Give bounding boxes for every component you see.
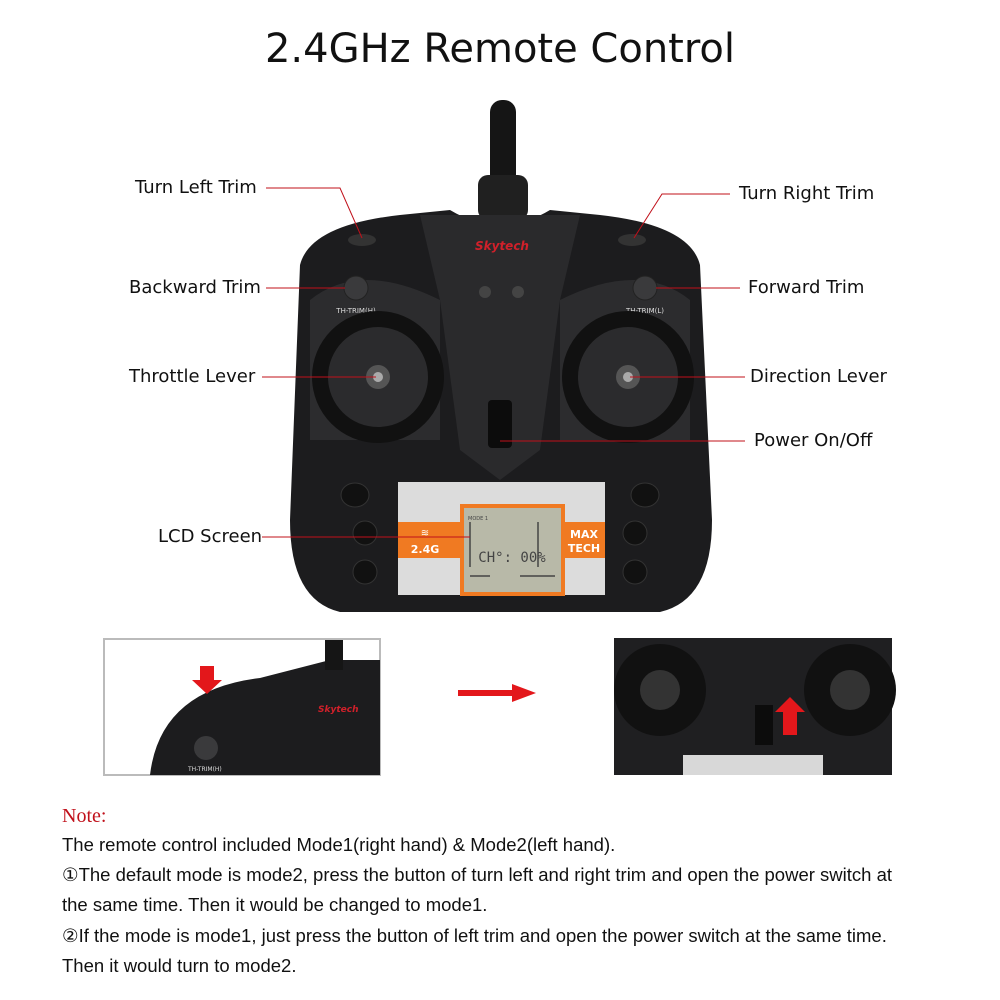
note-line: The remote control included Mode1(right … <box>62 834 616 855</box>
note-heading: Note: <box>62 805 107 827</box>
trim-h-label: TH-TRIM(H) <box>335 307 376 315</box>
lcd-readout: CH°: 00% <box>478 550 546 566</box>
lcd-mode: MODE 1 <box>468 516 488 522</box>
leader-lines <box>262 187 745 538</box>
forward-trim-button[interactable] <box>632 275 658 301</box>
brand-logo-small: Skytech <box>318 705 358 715</box>
wifi-icon: ≋ <box>421 528 429 539</box>
label-lcd-screen: LCD Screen <box>158 526 263 547</box>
step-photo-power <box>614 638 896 775</box>
badge-max: MAX <box>570 528 598 541</box>
up-arrow-icon <box>775 697 805 735</box>
throttle-lever[interactable] <box>312 311 444 443</box>
badge-tech: TECH <box>568 542 600 555</box>
power-switch[interactable] <box>488 400 512 448</box>
turn-left-trim-button[interactable] <box>348 234 376 246</box>
backward-trim-button[interactable] <box>343 275 369 301</box>
lcd-screen <box>464 508 561 592</box>
note-line: the same time. Then it would be changed … <box>62 894 488 915</box>
label-turn-left-trim: Turn Left Trim <box>135 177 257 198</box>
note-line: ②If the mode is mode1, just press the bu… <box>62 925 887 946</box>
page-title: 2.4GHz Remote Control <box>264 26 736 72</box>
brand-logo: Skytech <box>475 239 529 253</box>
trim-h-label-small: TH-TRIM(H) <box>187 766 222 773</box>
note-line: ①The default mode is mode2, press the bu… <box>62 864 893 885</box>
direction-lever[interactable] <box>562 311 694 443</box>
right-arrow-icon <box>458 684 536 702</box>
step-photo-trim: Skytech TH-TRIM(H) <box>103 638 381 776</box>
antenna <box>478 100 528 220</box>
trim-l-label: TH-TRIM(L) <box>625 307 664 315</box>
label-forward-trim: Forward Trim <box>748 277 865 298</box>
label-direction-lever: Direction Lever <box>750 366 887 387</box>
note-line: Then it would turn to mode2. <box>62 955 297 976</box>
label-power: Power On/Off <box>754 430 873 451</box>
lcd-panel <box>398 482 605 596</box>
badge-2-4g: 2.4G <box>411 543 440 556</box>
down-arrow-icon <box>192 666 222 694</box>
label-turn-right-trim: Turn Right Trim <box>739 183 875 204</box>
label-backward-trim: Backward Trim <box>129 277 261 298</box>
turn-right-trim-button[interactable] <box>618 234 646 246</box>
label-throttle-lever: Throttle Lever <box>129 366 256 387</box>
